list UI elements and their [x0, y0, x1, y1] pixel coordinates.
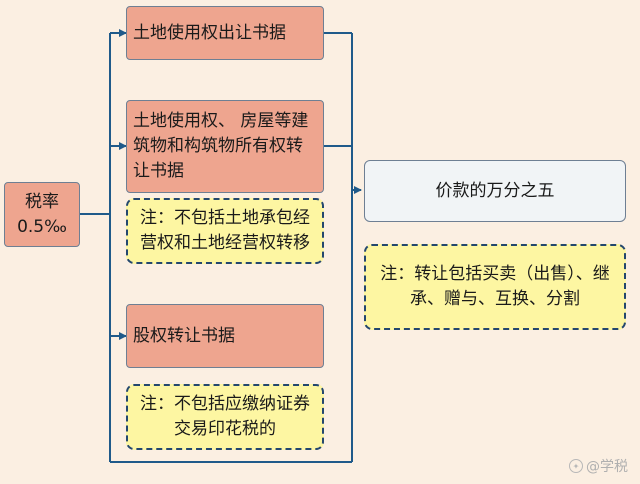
note-1-text: 注：不包括土地承包经营权和土地经营权转移 — [140, 208, 310, 253]
branch-3-label: 股权转让书据 — [133, 325, 235, 346]
branch-2-label: 土地使用权、 房屋等建筑物和构筑物所有权转让书据 — [133, 111, 309, 181]
branch-land-building-transfer: 土地使用权、 房屋等建筑物和构筑物所有权转让书据 — [126, 100, 324, 193]
note-securities: 注：不包括应缴纳证券交易印花税的 — [126, 384, 324, 450]
branch-1-label: 土地使用权出让书据 — [133, 22, 286, 43]
result-rate-box: 价款的万分之五 — [364, 160, 626, 222]
root-rate: 0.5‰ — [17, 216, 67, 237]
watermark-text: @学税 — [586, 459, 628, 475]
note-2-text: 注：不包括应缴纳证券交易印花税的 — [140, 394, 310, 439]
branch-equity-transfer: 股权转让书据 — [126, 304, 324, 368]
result-note: 注：转让包括买卖（出售）、继承、赠与、互换、分割 — [364, 244, 626, 330]
root-tax-rate-box: 税率 0.5‰ — [4, 182, 80, 247]
watermark: ✦ @学税 — [569, 456, 628, 476]
result-label: 价款的万分之五 — [435, 180, 555, 201]
root-label: 税率 — [25, 191, 59, 212]
branch-land-use-grant: 土地使用权出让书据 — [126, 6, 324, 60]
note-land-contract: 注：不包括土地承包经营权和土地经营权转移 — [126, 198, 324, 264]
watermark-icon: ✦ — [569, 459, 583, 473]
result-note-text: 注：转让包括买卖（出售）、继承、赠与、互换、分割 — [380, 264, 610, 309]
